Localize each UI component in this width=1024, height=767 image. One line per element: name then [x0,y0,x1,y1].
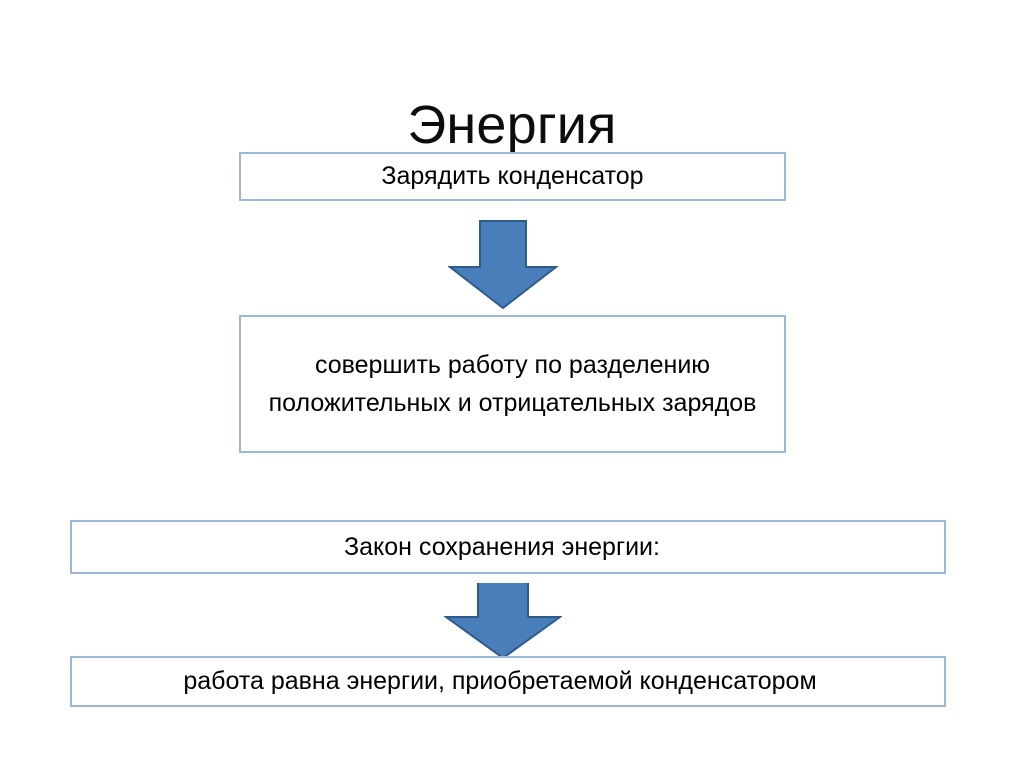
flow-step-work-label: совершить работу по разделению положител… [268,351,757,417]
flow-step-law-label: Закон сохранения энергии: [344,532,660,561]
flow-step-work: совершить работу по разделению положител… [239,315,786,453]
page-title: Энергия [407,95,617,156]
flow-step-result: работа равна энергии, приобретаемой конд… [70,656,946,707]
down-arrow-icon [444,583,562,657]
flow-step-law: Закон сохранения энергии: [70,520,946,574]
flow-step-result-label: работа равна энергии, приобретаемой конд… [183,667,817,695]
flow-step-charge: Зарядить конденсатор [239,152,786,201]
flow-step-charge-label: Зарядить конденсатор [381,162,644,190]
down-arrow-icon [448,220,558,310]
